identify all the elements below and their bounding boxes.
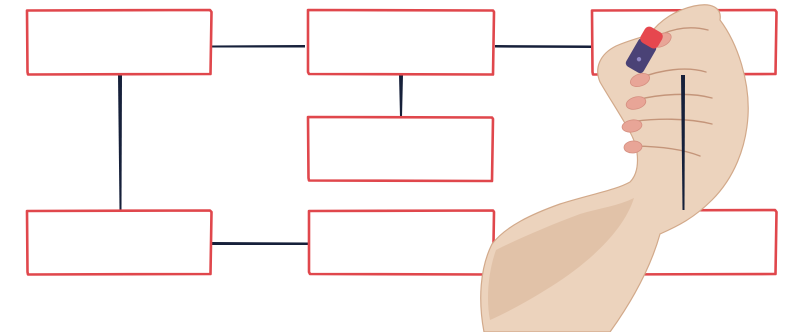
connector-top-middle-to-top-right — [495, 45, 592, 48]
box-bottom-left — [27, 211, 212, 275]
hand-holding-marker-icon — [481, 5, 748, 332]
connector-bottom-left-to-bottom-middle — [212, 242, 308, 245]
box-top-left — [27, 10, 212, 75]
connector-top-left-to-top-middle — [212, 45, 305, 48]
box-top-middle — [308, 10, 494, 75]
connector-top-middle-to-middle-center — [399, 75, 403, 117]
connector-top-left-to-bottom-left — [118, 75, 122, 210]
box-bottom-middle — [309, 211, 494, 275]
box-middle-center — [308, 117, 493, 181]
